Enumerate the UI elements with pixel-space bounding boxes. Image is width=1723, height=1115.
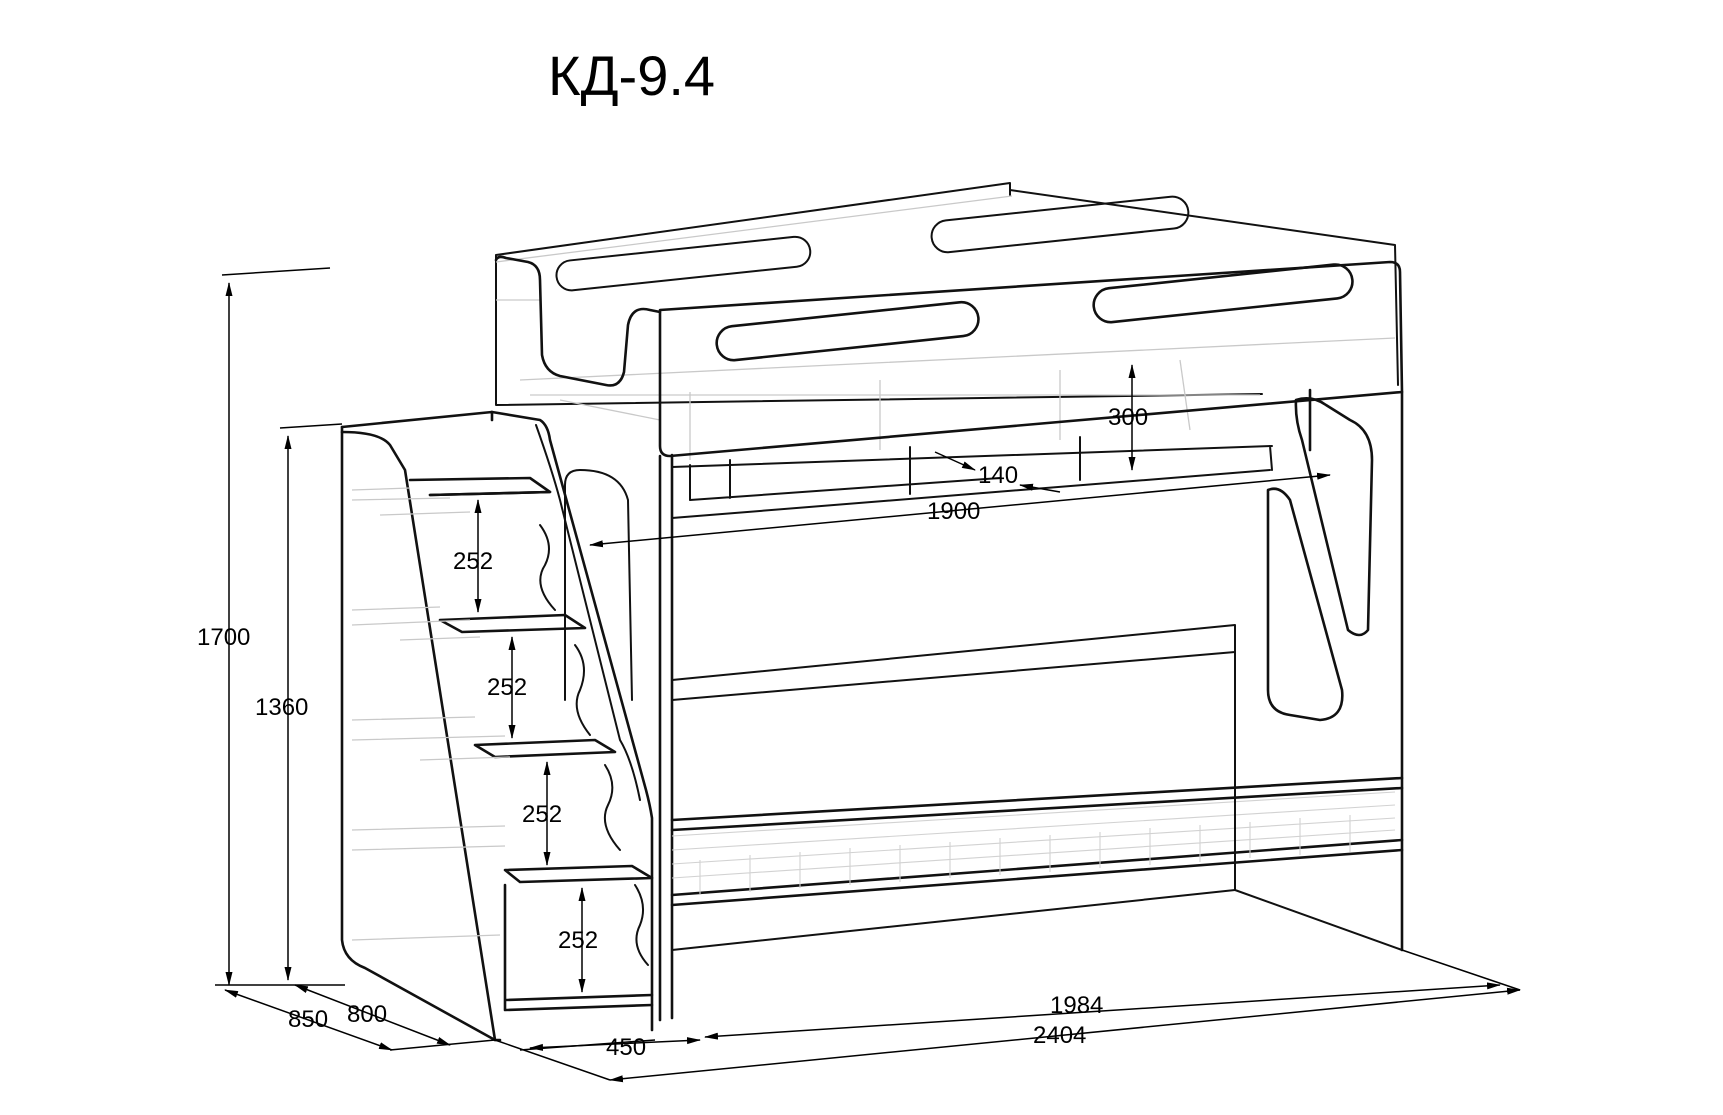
- dimension-lines: [215, 267, 1521, 1083]
- dim-step-2: 252: [487, 674, 527, 701]
- dim-length-frame: 1984: [1050, 992, 1103, 1019]
- dim-length-total: 2404: [1033, 1022, 1086, 1049]
- dim-depth-stairs: 800: [347, 1001, 387, 1028]
- dim-depth-total: 850: [288, 1006, 328, 1033]
- model-title: КД-9.4: [548, 44, 715, 107]
- dim-step-1: 252: [453, 548, 493, 575]
- bed-frame: [494, 182, 1404, 1022]
- dim-height-total: 1700: [197, 624, 250, 651]
- dim-step-4: 252: [558, 927, 598, 954]
- dim-shelf-depth: 140: [978, 462, 1018, 489]
- dimension-labels: 1700 1360 850 800 450 1984 2404 1900 140…: [197, 404, 1148, 1061]
- dim-height-stairs: 1360: [255, 694, 308, 721]
- staircase: [340, 410, 654, 1042]
- dim-stairs-width: 450: [606, 1034, 646, 1061]
- dim-berth-length: 1900: [927, 498, 980, 525]
- dim-step-3: 252: [522, 801, 562, 828]
- dim-shelf-height: 300: [1108, 404, 1148, 431]
